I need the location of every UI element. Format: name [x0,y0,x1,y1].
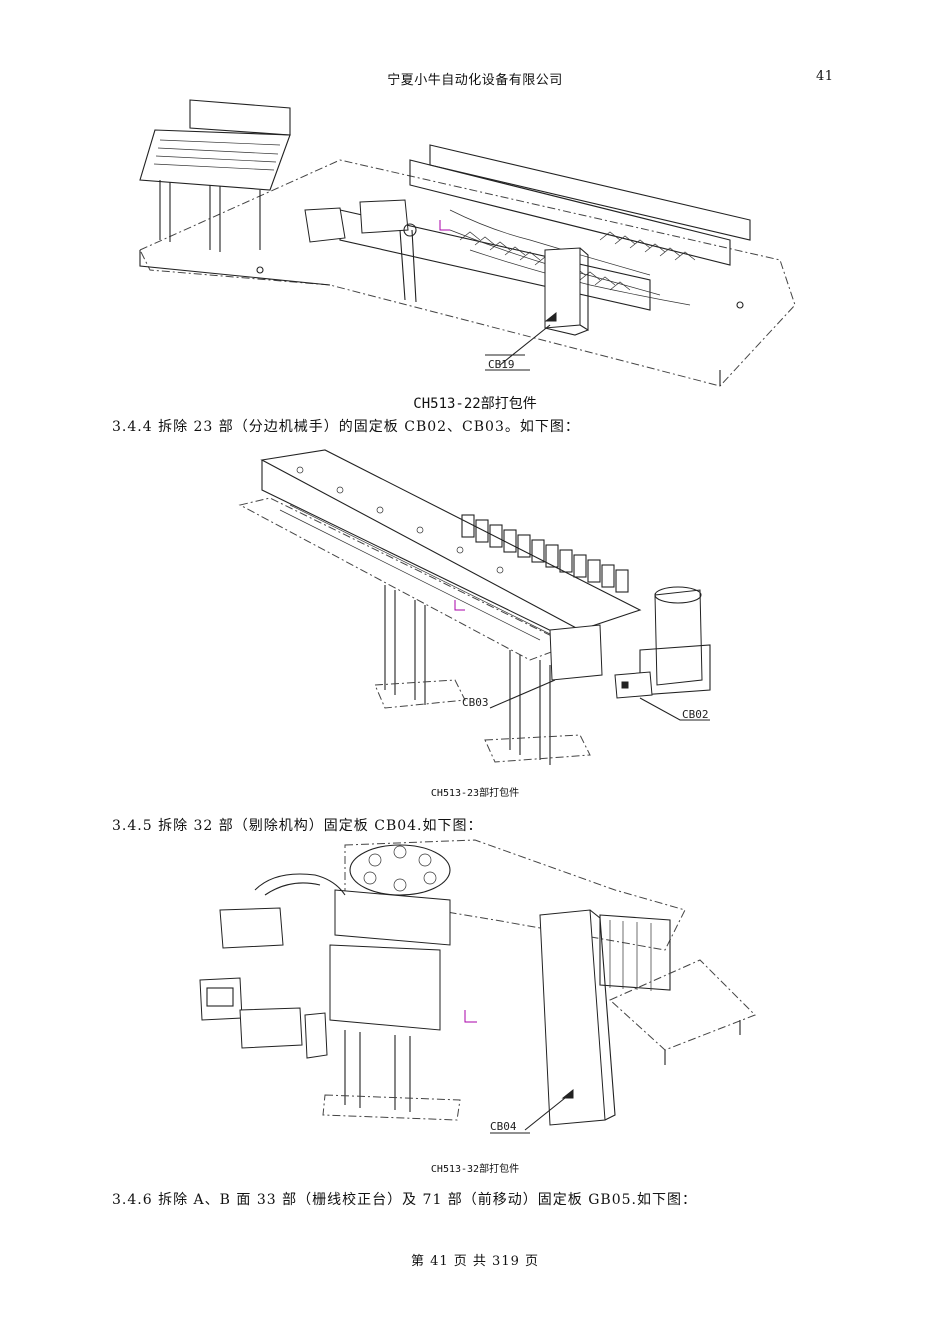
footer-page-count: 第 41 页 共 319 页 [410,1254,540,1269]
callout-cb03: CB03 [462,696,489,709]
callout-cb19: CB19 [488,358,515,371]
figure-2-drawing: CB03 CB02 [238,449,711,765]
paragraph-3-4-6: 3.4.6 拆除 A、B 面 33 部（栅线校正台）及 71 部（前移动）固定板… [112,1192,697,1208]
figure-3-caption: CH513-32部打包件 [430,1164,520,1175]
figure-3-drawing: CB04 [199,839,756,1134]
header-page-number: 41 [816,69,834,84]
paragraph-3-4-4: 3.4.4 拆除 23 部（分边机械手）的固定板 CB02、CB03。如下图： [112,419,580,435]
callout-cb04: CB04 [490,1120,517,1133]
paragraph-3-4-5: 3.4.5 拆除 32 部（剔除机构）固定板 CB04.如下图： [112,818,483,834]
callout-cb02: CB02 [682,708,709,721]
figure-2-caption: CH513-23部打包件 [430,788,520,799]
header-company: 宁夏小牛自动化设备有限公司 [387,73,563,88]
figure-1-drawing: CB19 [139,99,796,387]
figure-1-caption: CH513-22部打包件 [413,396,537,412]
